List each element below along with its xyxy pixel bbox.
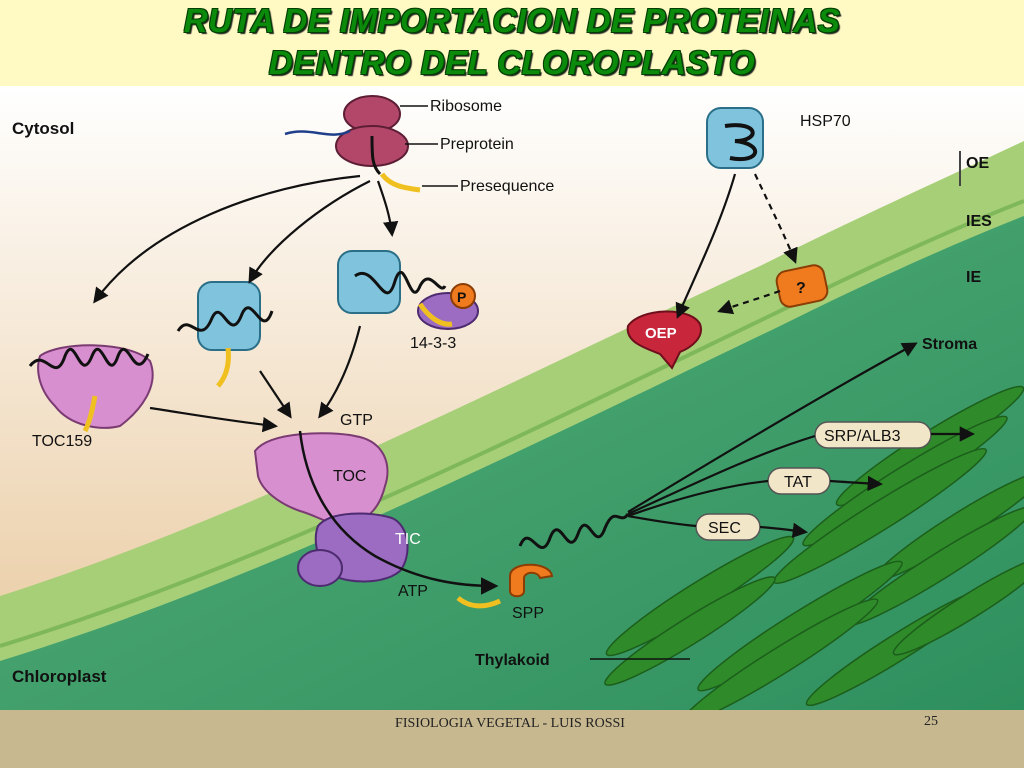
sec-label: SEC [708,520,741,537]
hsp70-icon [706,107,764,169]
protein-14-3-3-label: 14-3-3 [410,335,456,352]
preprotein-label: Preprotein [440,136,514,153]
title-line-1: RUTA DE IMPORTACION DE PROTEINAS [183,2,841,39]
toc159-label: TOC159 [32,433,92,450]
spp-icon [509,563,554,598]
footer-credit: FISIOLOGIA VEGETAL - LUIS ROSSI [395,716,625,731]
mrna-strand [284,129,351,136]
chloroplast-import-diagram: Cytosol Chloroplast Ribosome Preprotein … [0,86,1024,710]
presequence-label: Presequence [460,178,554,195]
oe-label: OE [966,155,989,172]
mature-protein-coil [518,513,630,549]
presequence-tail [379,172,421,193]
unknown-receptor-label: ? [796,280,806,297]
toc159-receptor-icon [28,344,154,433]
toc-complex-icon [253,432,389,526]
ie-label: IE [966,269,981,286]
toc-label: TOC [333,468,366,485]
tic-subunit-icon [297,549,343,587]
guidance-complex-14-3-3-icon [337,250,479,330]
srp-alb3-label: SRP/ALB3 [824,428,901,445]
hsp-preprotein-complex-icon [176,281,274,388]
footer-bar: FISIOLOGIA VEGETAL - LUIS ROSSI 25 [0,710,1024,768]
title-line-2: DENTRO DEL CLOROPLASTO [268,44,756,81]
stroma-label: Stroma [922,336,977,353]
inner-envelope-line [0,199,1024,648]
tat-label: TAT [784,474,812,491]
cleaved-presequence [456,595,502,609]
pathway-arrows [93,173,976,539]
slide-title: RUTA DE IMPORTACION DE PROTEINAS DENTRO … [0,0,1024,86]
gtp-label: GTP [340,412,373,429]
hsp70-label: HSP70 [800,113,851,130]
phosphate-label: P [457,289,466,305]
cytosol-label: Cytosol [12,119,74,138]
ribosome-label: Ribosome [430,98,502,115]
oep-icon [626,310,702,370]
oep-label: OEP [645,325,677,342]
phosphate-icon [450,283,476,309]
tic-label: TIC [395,531,421,548]
spp-label: SPP [512,605,544,622]
atp-label: ATP [398,583,428,600]
thylakoid-stacks [604,385,1024,710]
chloroplast-label: Chloroplast [12,667,107,686]
preprotein-chain [370,135,382,176]
thylakoid-label: Thylakoid [475,652,550,669]
ies-label: IES [966,213,992,230]
page-number: 25 [924,714,938,729]
import-path-arrow [298,430,499,595]
